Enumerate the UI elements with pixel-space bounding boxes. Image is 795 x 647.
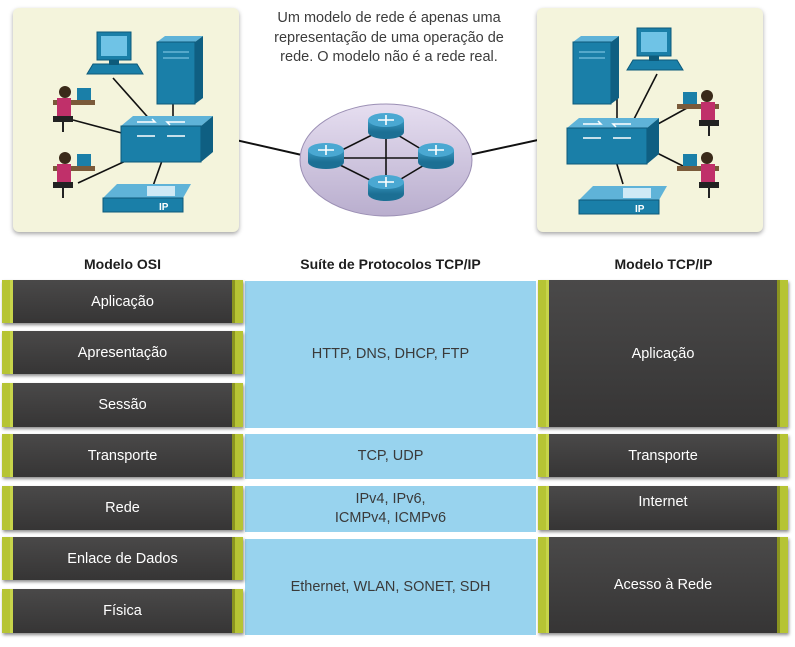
- suite-header: Suíte de Protocolos TCP/IP: [300, 256, 481, 272]
- server-icon: [156, 36, 203, 105]
- osi-header: Modelo OSI: [84, 256, 161, 272]
- person-at-desk-icon: [53, 86, 95, 132]
- osi-layer-label: Transporte: [87, 447, 158, 464]
- osi-layer-label: Apresentação: [77, 344, 168, 361]
- protocol-transport-text: TCP, UDP: [357, 448, 424, 464]
- computer-icon: [626, 27, 684, 71]
- osi-layer-data-link: Enlace de Dados: [2, 537, 243, 580]
- osi-layer-label: Rede: [105, 500, 140, 516]
- phone-ip-label: IP: [635, 204, 645, 215]
- protocol-network-band: IPv4, IPv6, ICMPv4, ICMPv6: [245, 486, 536, 532]
- diagram-caption: Um modelo de rede é apenas uma represent…: [274, 10, 504, 65]
- server-icon: [572, 36, 619, 105]
- router-icon: [368, 175, 404, 201]
- protocol-link-band: Ethernet, WLAN, SONET, SDH: [245, 539, 536, 635]
- router-icon: [308, 143, 344, 169]
- switch-icon: [120, 116, 213, 163]
- osi-layer-label: Enlace de Dados: [67, 550, 178, 567]
- tcpip-layer-label: Acesso à Rede: [613, 577, 713, 593]
- osi-layer-presentation: Apresentação: [2, 331, 243, 374]
- router-ring: [299, 103, 473, 217]
- person-at-desk-icon: [677, 152, 719, 198]
- person-at-desk-icon: [677, 90, 719, 136]
- osi-layer-label: Aplicação: [91, 293, 154, 310]
- phone-ip-label: IP: [159, 202, 169, 213]
- tcpip-header: Modelo TCP/IP: [614, 256, 713, 272]
- tcpip-layer-application: Aplicação: [538, 280, 788, 427]
- osi-layer-application: Aplicação: [2, 280, 243, 323]
- tcpip-layer-label: Internet: [638, 494, 688, 510]
- protocol-app-band: HTTP, DNS, DHCP, FTP: [245, 281, 536, 428]
- ip-phone-icon: IP: [102, 184, 191, 213]
- computer-icon: [86, 31, 144, 75]
- osi-layer-physical: Física: [2, 589, 243, 633]
- tcpip-layer-network-access: Acesso à Rede: [538, 537, 788, 633]
- protocol-app-text: HTTP, DNS, DHCP, FTP: [311, 346, 470, 362]
- protocol-network-text: IPv4, IPv6, ICMPv4, ICMPv6: [334, 491, 447, 526]
- person-at-desk-icon: [53, 152, 95, 198]
- tcpip-layer-transport: Transporte: [538, 434, 788, 477]
- ip-phone-icon: IP: [578, 186, 667, 215]
- switch-icon: [566, 118, 659, 165]
- left-network-panel: IP: [13, 8, 239, 232]
- osi-layer-transport: Transporte: [2, 434, 243, 477]
- osi-layer-label: Física: [103, 603, 142, 619]
- router-icon: [368, 113, 404, 139]
- right-network-panel: IP: [537, 8, 763, 232]
- router-icon: [418, 143, 454, 169]
- protocol-link-text: Ethernet, WLAN, SONET, SDH: [290, 578, 491, 595]
- osi-layer-label: Sessão: [98, 397, 147, 413]
- tcpip-layer-label: Transporte: [628, 447, 698, 464]
- osi-layer-network: Rede: [2, 486, 243, 530]
- osi-layer-session: Sessão: [2, 383, 243, 427]
- protocol-transport-band: TCP, UDP: [245, 434, 536, 479]
- tcpip-layer-internet: Internet: [538, 486, 788, 530]
- tcpip-layer-label: Aplicação: [631, 345, 695, 362]
